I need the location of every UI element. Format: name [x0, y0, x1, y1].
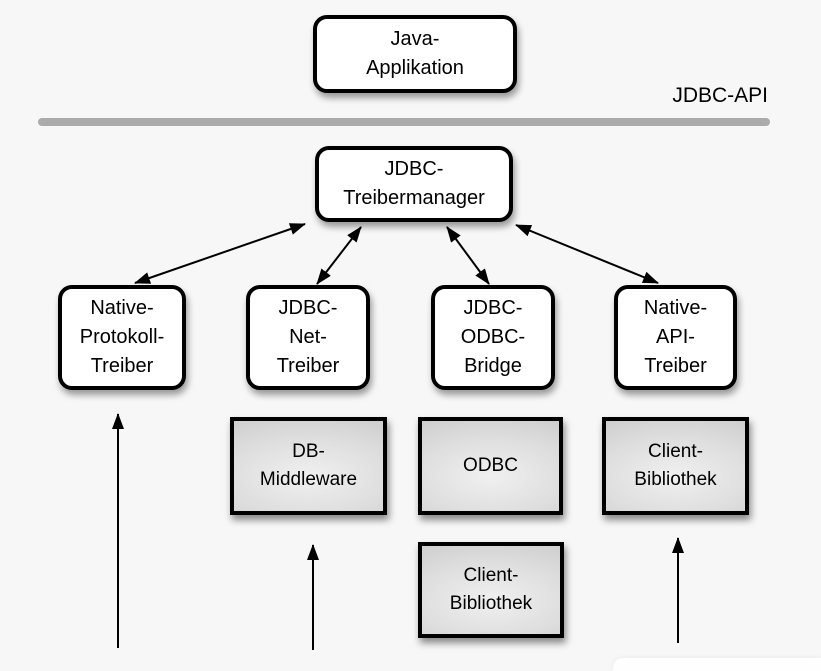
node-jdbc-treibermanager: JDBC- Treibermanager — [315, 146, 513, 222]
node-client-bibliothek-center: Client- Bibliothek — [418, 542, 564, 638]
arrow-manager-native-protokoll — [134, 223, 306, 284]
node-java-applikation: Java- Applikation — [313, 15, 517, 93]
cropped-box-fragment — [613, 658, 821, 671]
arrow-manager-jdbc-odbc — [446, 226, 490, 285]
node-native-protokoll-treiber: Native- Protokoll- Treiber — [58, 285, 186, 390]
node-odbc: ODBC — [418, 417, 563, 515]
node-jdbc-odbc-bridge: JDBC- ODBC- Bridge — [431, 285, 555, 390]
node-jdbc-net-treiber: JDBC- Net- Treiber — [246, 285, 370, 390]
arrow-manager-jdbc-net — [316, 226, 362, 285]
arrow-manager-native-api — [515, 224, 659, 284]
jdbc-api-label: JDBC-API — [672, 84, 768, 107]
jdbc-api-separator-line — [38, 118, 770, 126]
node-db-middleware: DB- Middleware — [230, 417, 387, 515]
node-native-api-treiber: Native- API- Treiber — [614, 285, 737, 390]
node-client-bibliothek-right: Client- Bibliothek — [602, 417, 749, 515]
